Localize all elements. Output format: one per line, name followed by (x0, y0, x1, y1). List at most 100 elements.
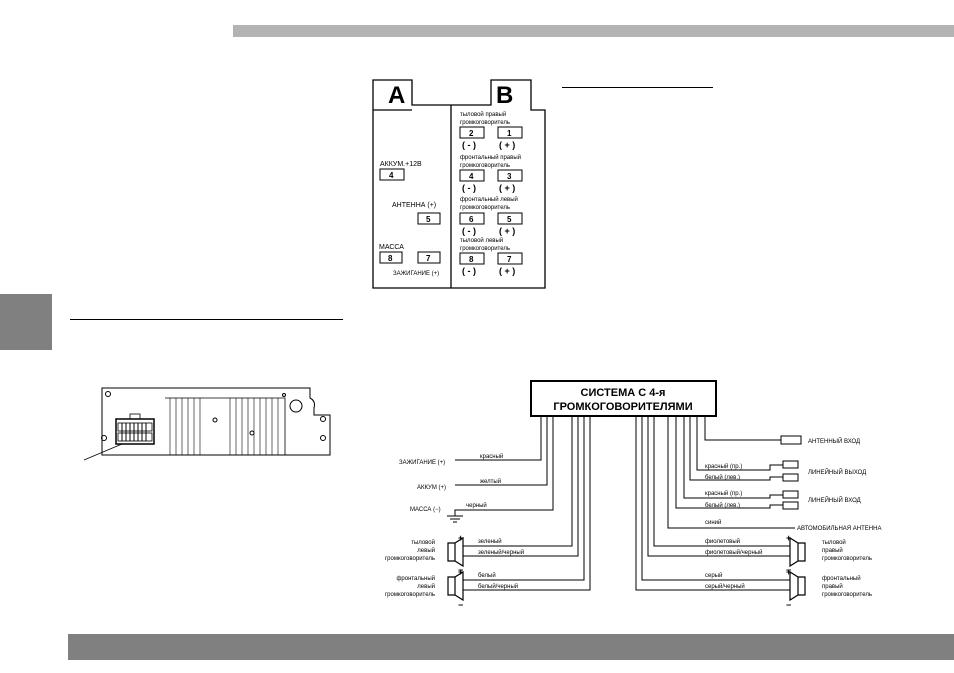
svg-text:+: + (458, 567, 463, 577)
line-in-red-label: красный (пр.) (705, 490, 742, 497)
svg-text:тыловой: тыловой (411, 539, 435, 546)
ignition-wire-color: красный (480, 453, 503, 460)
group-4-neg-pin: 8 (469, 255, 474, 264)
massa-pin: 8 (388, 254, 393, 263)
svg-text:−: − (786, 565, 791, 575)
akkum-pin-box (379, 168, 405, 181)
group-4-pos-pin: 7 (507, 255, 512, 264)
ignition-label: ЗАЖИГАНИЕ (+) (393, 271, 439, 277)
group-1-pos-pin: 1 (507, 129, 512, 138)
massa-wire-label: МАССА (−) (410, 507, 441, 513)
massa-pin-box (379, 251, 403, 264)
group-3-neg-pin: 6 (469, 215, 474, 224)
group-1-pos: ( + ) (499, 140, 515, 150)
akkum-wire-color: желтый (480, 478, 501, 485)
connector-b-group-2: фронтальный правый громкоговоритель 4 3 … (459, 154, 523, 193)
akkum-label: АККУМ.+12В (380, 161, 422, 168)
group-2-neg-pin: 4 (469, 172, 474, 181)
svg-text:левый: левый (417, 583, 435, 590)
group-4-neg: ( - ) (462, 266, 476, 276)
svg-text:громкоговоритель: громкоговоритель (822, 556, 872, 562)
line-in-label: ЛИНЕЙНЫЙ ВХОД (808, 496, 861, 504)
svg-text:зеленый: зеленый (478, 538, 502, 545)
top-header-bar (233, 25, 954, 37)
group-4-pos: ( + ) (499, 266, 515, 276)
svg-text:−: − (458, 600, 463, 610)
group-2-neg: ( - ) (462, 183, 476, 193)
line-out-label: ЛИНЕЙНЫЙ ВЫХОД (808, 468, 866, 476)
group-3-neg: ( - ) (462, 226, 476, 236)
system-title-line2: ГРОМКОГОВОРИТЕЛЯМИ (553, 401, 692, 413)
connector-outline (372, 79, 546, 289)
massa-wire-color: черный (466, 502, 487, 509)
antenna-label: АНТЕННА (+) (392, 202, 436, 209)
system-title-line1: СИСТЕМА С 4-я (581, 387, 666, 399)
section-side-tab (0, 294, 52, 350)
massa-label: МАССА (379, 244, 404, 251)
group-1-line1: тыловой правый (460, 111, 506, 118)
line-out-red-label: красный (пр.) (705, 463, 742, 470)
svg-text:+: + (458, 533, 463, 543)
heading-rule-left (70, 319, 343, 320)
group-3-pos-pin: 5 (507, 215, 512, 224)
group-4-line1: тыловой левый (460, 237, 503, 244)
antenna-input-label: АНТЕННЫЙ ВХОД (808, 437, 860, 445)
svg-text:левый: левый (417, 547, 435, 554)
svg-text:+: + (786, 533, 791, 543)
group-3-pos: ( + ) (499, 226, 515, 236)
svg-text:−: − (786, 600, 791, 610)
svg-text:правый: правый (822, 583, 843, 590)
ignition-pin-box (417, 251, 441, 264)
svg-text:фиолетовый: фиолетовый (705, 538, 740, 545)
connector-b-group-4: тыловой левый громкоговоритель 8 7 ( - )… (459, 237, 523, 276)
group-2-line2: громкоговоритель (460, 163, 510, 169)
bottom-footer-bar (68, 634, 954, 660)
svg-text:−: − (458, 565, 463, 575)
group-3-line2: громкоговоритель (460, 205, 510, 211)
group-1-neg: ( - ) (462, 140, 476, 150)
auto-antenna-label: АВТОМОБИЛЬНАЯ АНТЕННА (797, 526, 881, 532)
connector-b-letter: B (496, 82, 513, 109)
connector-diagram (372, 79, 546, 289)
svg-text:белый/черный: белый/черный (478, 583, 518, 590)
svg-text:фронтальный: фронтальный (822, 575, 861, 582)
blue-wire-label: синий (705, 519, 721, 526)
akkum-pin: 4 (389, 171, 394, 180)
system-title-box: СИСТЕМА С 4-я ГРОМКОГОВОРИТЕЛЯМИ (530, 380, 717, 417)
ignition-pin: 7 (426, 254, 431, 263)
group-1-neg-pin: 2 (469, 129, 474, 138)
svg-text:громкоговоритель: громкоговоритель (385, 556, 435, 562)
svg-text:громкоговоритель: громкоговоритель (822, 592, 872, 598)
group-2-pos: ( + ) (499, 183, 515, 193)
speaker-rear-right: + − фиолетовый фиолетовый/черный тыловой… (705, 533, 872, 575)
svg-text:серый/черный: серый/черный (705, 583, 745, 590)
speaker-front-left: + − белый белый/черный фронтальный левый… (385, 567, 518, 610)
svg-text:тыловой: тыловой (822, 539, 846, 546)
antenna-pin: 5 (426, 215, 431, 224)
svg-text:правый: правый (822, 547, 843, 554)
svg-text:+: + (786, 567, 791, 577)
group-3-line1: фронтальный левый (460, 196, 518, 203)
svg-text:серый: серый (705, 572, 722, 579)
wire-bundle (447, 416, 802, 591)
svg-text:громкоговоритель: громкоговоритель (385, 592, 435, 598)
svg-text:белый: белый (478, 572, 496, 579)
connector-b-group-3: фронтальный левый громкоговоритель 6 5 (… (459, 196, 523, 236)
line-out-white-label: белый (лев.) (705, 474, 740, 481)
speaker-rear-left: + − зеленый зеленый/черный тыловой левый… (385, 533, 524, 575)
connector-a-letter: A (388, 82, 405, 109)
speaker-front-right: + − серый серый/черный фронтальный правы… (705, 567, 872, 610)
ignition-wire-label: ЗАЖИГАНИЕ (+) (399, 460, 445, 466)
connector-b-group-1: тыловой правый громкоговоритель 2 1 ( - … (459, 111, 523, 150)
antenna-pin-box (417, 212, 441, 225)
group-2-line1: фронтальный правый (460, 154, 521, 161)
heading-rule-right (562, 87, 713, 88)
head-unit-rear-panel (83, 387, 331, 461)
svg-text:фиолетовый/черный: фиолетовый/черный (705, 549, 762, 556)
group-4-line2: громкоговоритель (460, 246, 510, 252)
line-in-white-label: белый (лев.) (705, 502, 740, 509)
akkum-wire-label: АККУМ (+) (417, 485, 446, 491)
group-1-line2: громкоговоритель (460, 120, 510, 126)
group-2-pos-pin: 3 (507, 172, 512, 181)
